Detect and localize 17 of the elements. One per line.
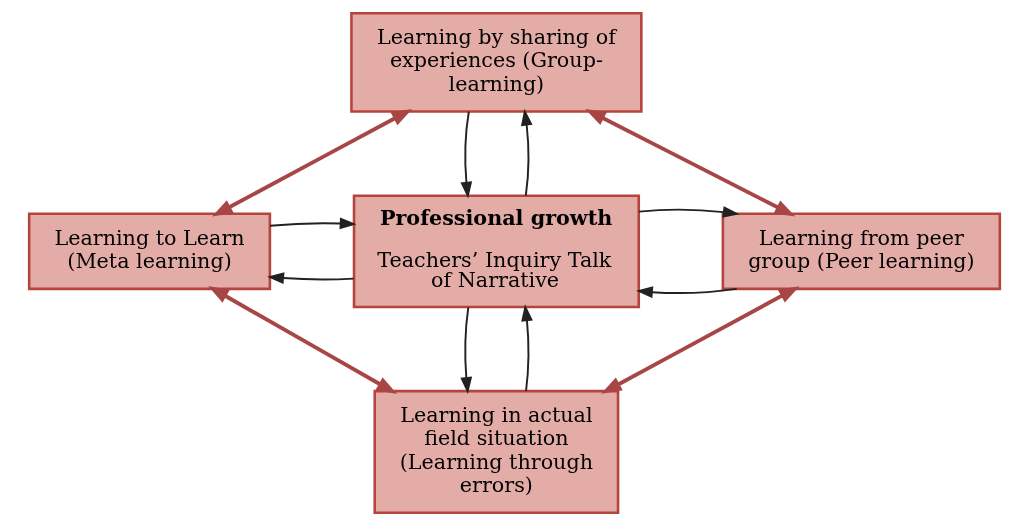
arrow <box>600 286 800 394</box>
arrow <box>520 108 533 197</box>
arrow <box>211 108 412 217</box>
arrow <box>459 306 472 394</box>
arrow <box>635 286 738 299</box>
arrow <box>459 110 472 199</box>
arrow <box>266 272 355 284</box>
node-box: Learning to Learn (Meta learning) <box>27 212 271 291</box>
arrow <box>520 304 533 392</box>
node-box: Learning in actual field situation (Learning through errors) <box>372 389 619 515</box>
arrow <box>207 286 397 394</box>
arrow <box>637 206 740 218</box>
arrow <box>584 109 795 217</box>
node-box: Learning by sharing of experiences (Group-learning) <box>349 11 643 113</box>
node-box: Learning from peer group (Peer learning) <box>721 212 1001 291</box>
node-box: Professional growth Teachers’ Inquiry Talk of Narrative <box>352 194 640 309</box>
arrow <box>268 217 357 230</box>
